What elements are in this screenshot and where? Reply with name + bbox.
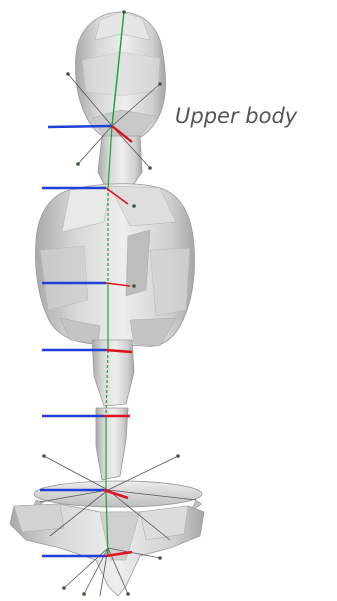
neck-mesh [98,136,142,184]
joint-axes-waist [42,350,132,352]
upper-body-label: Upper body [175,104,297,128]
lower-abdomen-mesh [96,408,128,480]
head-mesh [76,12,166,142]
torso-mesh [36,184,195,347]
